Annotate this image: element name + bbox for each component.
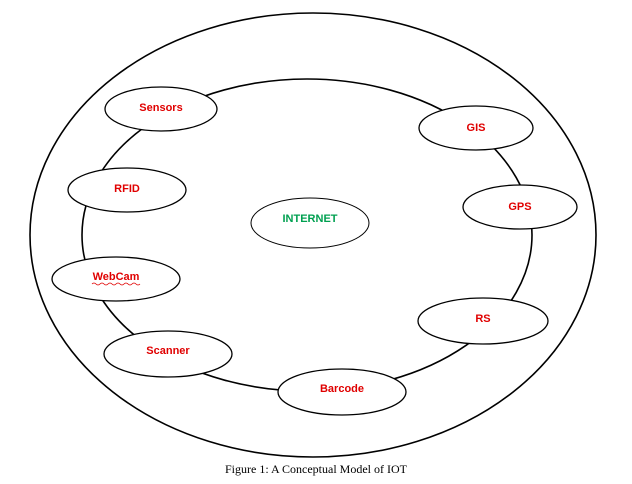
node-rfid-label: RFID — [114, 183, 140, 195]
node-gis-label: GIS — [467, 122, 486, 134]
node-rs: RS — [417, 297, 549, 345]
node-sensors-label: Sensors — [139, 102, 182, 114]
node-sensors: Sensors — [104, 86, 218, 132]
node-barcode-label: Barcode — [320, 383, 364, 395]
node-rfid: RFID — [67, 167, 187, 213]
node-gps: GPS — [462, 184, 578, 230]
figure-caption: Figure 1: A Conceptual Model of IOT — [225, 462, 407, 476]
spellcheck-underline — [91, 282, 141, 286]
node-gps-label: GPS — [508, 201, 531, 213]
node-webcam-label: WebCam — [93, 271, 140, 283]
node-rs-label: RS — [475, 313, 490, 325]
node-gis: GIS — [418, 105, 534, 151]
node-webcam: WebCam — [51, 256, 181, 302]
center-node-internet: INTERNET — [250, 197, 370, 249]
center-node-label: INTERNET — [283, 213, 338, 225]
node-barcode: Barcode — [277, 368, 407, 416]
outer-boundary-ellipse — [29, 12, 597, 458]
node-scanner: Scanner — [103, 330, 233, 378]
node-scanner-label: Scanner — [146, 345, 190, 357]
